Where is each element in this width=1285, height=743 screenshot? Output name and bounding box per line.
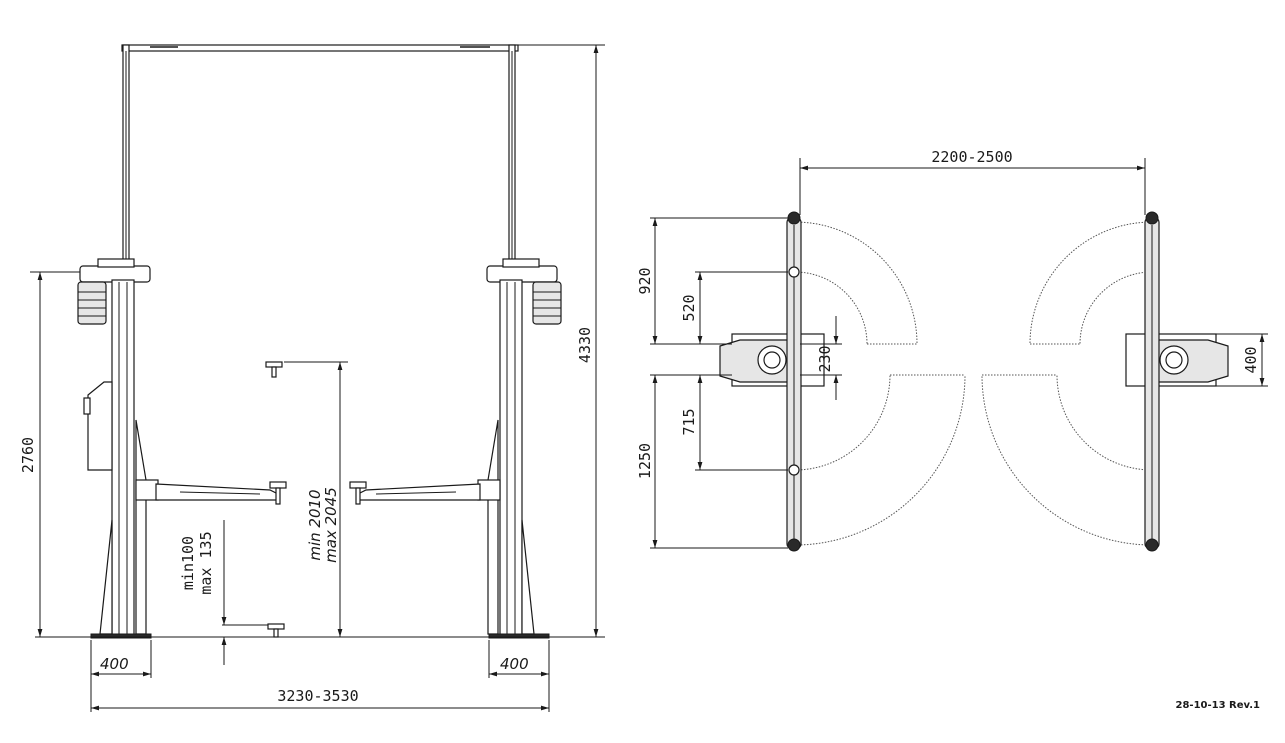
dimension-920: 920 (636, 217, 788, 345)
dimension-4330: 4330 (518, 44, 605, 637)
dimension-lift-height: min 2010 max 2045 (284, 361, 348, 638)
motor-icon (532, 281, 562, 325)
top-view: 2200-2500 920 520 1250 715 (636, 148, 1268, 552)
lift-pad-low-icon (267, 623, 285, 638)
arm-long-inner-label: 715 (680, 408, 698, 435)
dimension-base-right: 400 (488, 640, 550, 712)
pad-height-label: 230 (816, 345, 834, 372)
overhead-beam (121, 44, 519, 266)
dimension-2760: 2760 (19, 271, 80, 637)
dimension-base-depth: 400 (1216, 333, 1268, 387)
control-box-icon (83, 381, 113, 471)
left-lift-arm (135, 479, 287, 505)
overall-width-label: 3230-3530 (277, 687, 358, 705)
dimension-230: 230 (800, 316, 842, 400)
dimension-column-spacing: 2200-2500 (799, 148, 1146, 215)
arm-short-inner-label: 520 (680, 294, 698, 321)
dimension-1250: 1250 (636, 374, 788, 549)
dimension-520: 520 (680, 271, 788, 344)
left-column (77, 258, 287, 639)
base-depth-label: 400 (1242, 346, 1260, 373)
column-spacing-label: 2200-2500 (931, 148, 1012, 166)
arm-long-outer-label: 1250 (636, 443, 654, 479)
base-left-label: 400 (100, 655, 129, 673)
left-swing-arcs (794, 221, 966, 546)
dimension-overall-width: 3230-3530 (91, 687, 549, 711)
total-height-label: 4330 (576, 327, 594, 363)
dimension-base-left: 400 (90, 640, 152, 712)
lift-max-label: max 2045 (322, 487, 340, 563)
lift-min-label: min 2010 (306, 489, 324, 560)
right-post-top (1125, 211, 1229, 552)
lift-pad-max-icon (265, 361, 283, 378)
dimension-715: 715 (680, 375, 788, 471)
motor-icon (77, 281, 107, 325)
right-lift-arm (349, 479, 501, 505)
base-right-label: 400 (500, 655, 529, 673)
front-view: 4330 2760 min 2010 max 2045 min100 max 1… (19, 44, 605, 712)
arm-short-outer-label: 920 (636, 267, 654, 294)
column-height-label: 2760 (19, 437, 37, 473)
dimension-low-height: min100 max 135 (179, 520, 268, 665)
right-column (349, 258, 562, 639)
arm-max-label: max 135 (197, 531, 215, 594)
right-swing-arcs (981, 221, 1153, 546)
revision-label: 28-10-13 Rev.1 (1176, 700, 1261, 711)
arm-min-label: min100 (179, 536, 197, 590)
left-post-top (719, 211, 825, 552)
